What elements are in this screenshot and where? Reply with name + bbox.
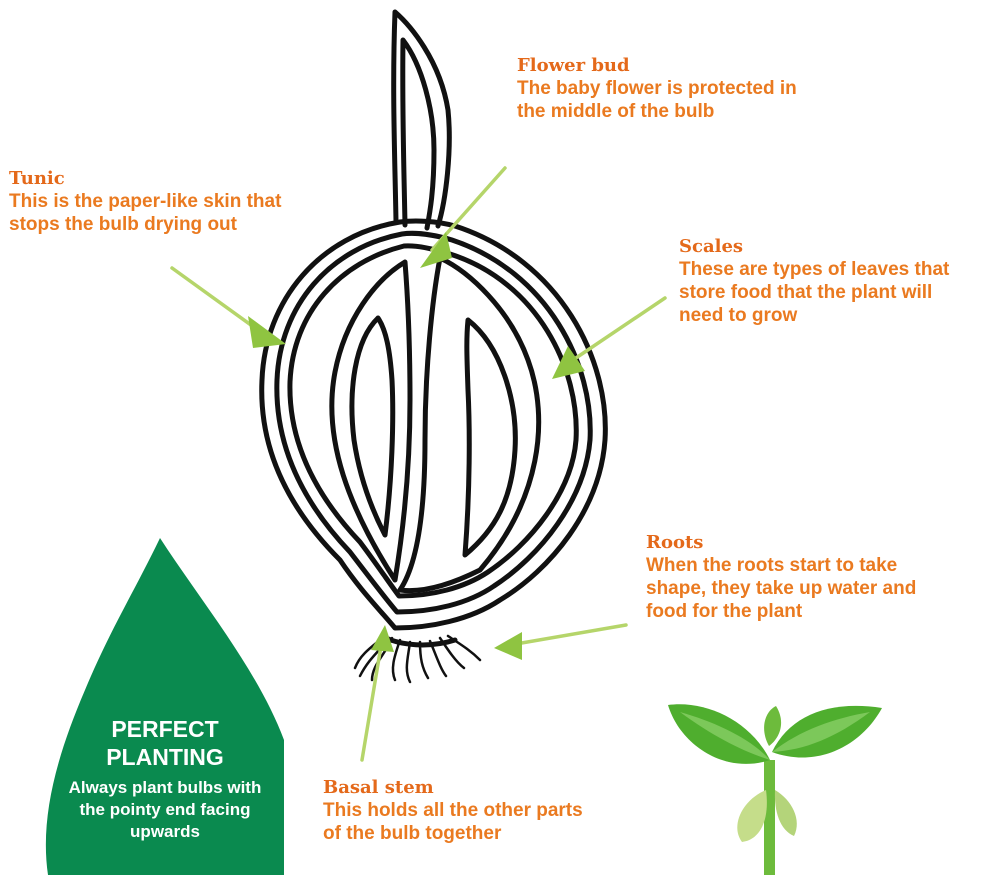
tunic-desc: This is the paper-like skin that stops t… bbox=[9, 190, 294, 236]
label-tunic: Tunic This is the paper-like skin that s… bbox=[9, 168, 294, 236]
planting-tip-text: Always plant bulbs with the pointy end f… bbox=[55, 777, 275, 843]
planting-tip-title: PERFECT PLANTING bbox=[55, 715, 275, 771]
flower-bud-desc: The baby flower is protected in the midd… bbox=[517, 77, 817, 123]
scale-right-inner bbox=[465, 320, 515, 555]
label-roots: Roots When the roots start to take shape… bbox=[646, 532, 936, 623]
sprout-illustration bbox=[668, 704, 882, 875]
shoot-inner bbox=[403, 40, 434, 228]
label-scales: Scales These are types of leaves that st… bbox=[679, 236, 979, 327]
basal-stem-title: Basal stem bbox=[323, 777, 583, 799]
scales-desc: These are types of leaves that store foo… bbox=[679, 258, 979, 327]
scale-left-inner bbox=[352, 318, 393, 535]
label-flower-bud: Flower bud The baby flower is protected … bbox=[517, 55, 817, 123]
scales-title: Scales bbox=[679, 236, 979, 258]
tunic-title: Tunic bbox=[9, 168, 294, 190]
flower-bud-title: Flower bud bbox=[517, 55, 817, 77]
roots-desc: When the roots start to take shape, they… bbox=[646, 554, 936, 623]
roots-title: Roots bbox=[646, 532, 936, 554]
label-basal-stem: Basal stem This holds all the other part… bbox=[323, 777, 583, 845]
basal-stem-desc: This holds all the other parts of the bu… bbox=[323, 799, 583, 845]
planting-tip: PERFECT PLANTING Always plant bulbs with… bbox=[55, 715, 275, 843]
scale-left bbox=[332, 262, 410, 580]
